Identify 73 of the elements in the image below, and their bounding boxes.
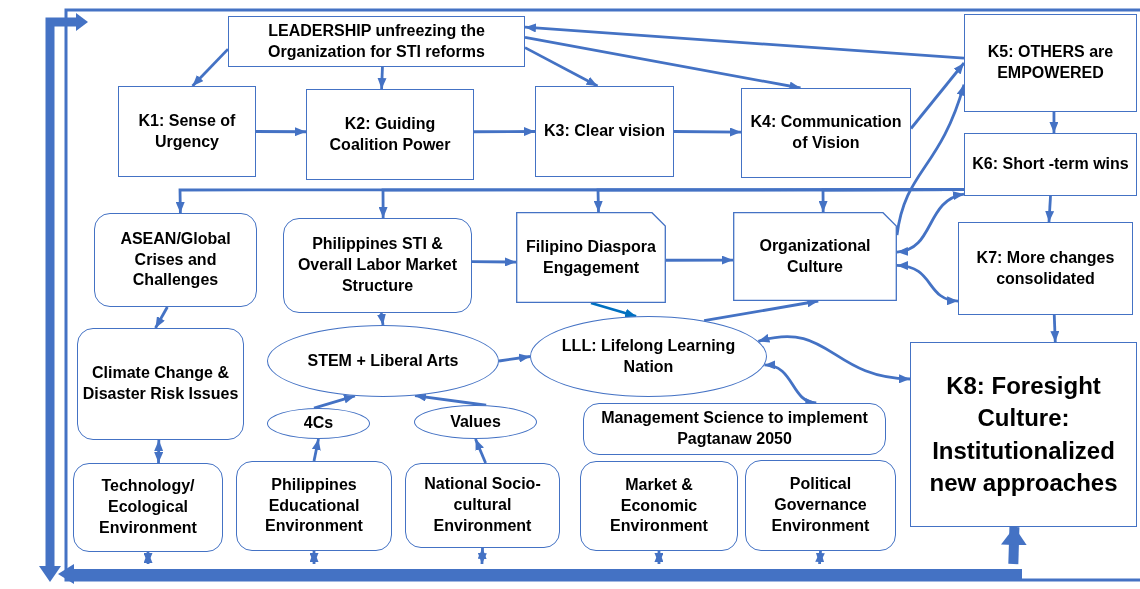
- node-label: Philippines Educational Environment: [264, 474, 364, 537]
- arrow: [154, 440, 164, 463]
- node-label: Technology/ Ecological Environment: [98, 476, 198, 538]
- arrow: [498, 353, 531, 363]
- arrow: [524, 46, 599, 88]
- node-label: LEADERSHIP unfreezing the Organization for STI reforms: [267, 20, 486, 62]
- arrow: [1050, 314, 1060, 343]
- rounded-box: [405, 463, 560, 548]
- node-label: K1: Sense of Urgency: [137, 110, 237, 152]
- rounded-box: [77, 328, 244, 440]
- node-label: K8: Foresight Culture: Institutionalized new approaches: [928, 370, 1119, 498]
- process-box: [118, 86, 256, 177]
- process-box: [910, 342, 1137, 527]
- node-label: Filipino Diaspora Engagement: [525, 236, 657, 278]
- arrow: [654, 551, 664, 564]
- node-label: Management Science to implement Pagtanaw 2050: [600, 408, 869, 449]
- arrow: [524, 23, 965, 60]
- arrow: [311, 438, 321, 462]
- rounded-box: [283, 218, 472, 313]
- node-label: LLL: Lifelong Learning Nation: [560, 335, 737, 377]
- process-box: [964, 133, 1137, 196]
- node-label: K6: Short -term wins: [972, 154, 1129, 175]
- arrow: [896, 192, 965, 255]
- arrow: [309, 551, 319, 564]
- node-label: STEM + Liberal Arts: [307, 350, 459, 371]
- node-label: K7: More changes consolidated: [975, 247, 1116, 289]
- rounded-box: [745, 460, 896, 551]
- node-label: K5: OTHERS are EMPOWERED: [986, 42, 1115, 83]
- node-label: Political Governance Environment: [770, 474, 871, 536]
- node-label: National Socio-cultural Environment: [423, 474, 542, 536]
- arrow: [1045, 195, 1055, 223]
- process-box: [958, 222, 1133, 315]
- arrow: [472, 257, 516, 267]
- arrow: [143, 552, 153, 564]
- node-label: K2: Guiding Coalition Power: [328, 113, 452, 155]
- node-label: ASEAN/Global Crises and Challenges: [119, 228, 232, 291]
- node-label: Organizational Culture: [758, 235, 872, 277]
- note-box: [516, 212, 666, 303]
- node-label: 4Cs: [303, 413, 334, 434]
- arrow: [191, 48, 229, 87]
- rounded-box: [73, 463, 223, 552]
- arrow: [474, 127, 535, 137]
- process-box: [306, 89, 474, 180]
- arrow: [590, 301, 637, 318]
- arrow: [154, 306, 169, 329]
- node-label: K4: Communication of Vision: [749, 112, 903, 153]
- note-box: [733, 212, 897, 301]
- arrow: [666, 255, 733, 265]
- arrow: [758, 334, 911, 383]
- process-box: [964, 14, 1137, 112]
- process-box: [228, 16, 525, 67]
- arrow: [256, 127, 306, 137]
- arrow: [1049, 112, 1059, 133]
- arrow: [474, 438, 487, 464]
- node-label: Philippines STI & Overall Labor Market Structure: [296, 234, 459, 296]
- node-label: Climate Change & Disaster Risk Issues: [82, 363, 239, 404]
- arrow: [477, 547, 487, 565]
- rounded-box: [236, 461, 392, 551]
- node-label: K3: Clear vision: [544, 121, 665, 142]
- arrow: [377, 312, 386, 326]
- thick-arrow: [1000, 526, 1027, 565]
- rounded-box: [583, 403, 886, 455]
- arrow: [896, 261, 959, 305]
- node-label: Market & Economic Environment: [609, 474, 709, 537]
- arrow: [909, 62, 966, 130]
- process-box: [741, 88, 911, 178]
- arrow: [815, 550, 825, 565]
- arrow: [377, 66, 387, 90]
- node-label: Values: [450, 411, 501, 432]
- rounded-box: [94, 213, 257, 307]
- arrow: [674, 127, 741, 137]
- rounded-box: [580, 461, 738, 551]
- process-box: [535, 86, 674, 177]
